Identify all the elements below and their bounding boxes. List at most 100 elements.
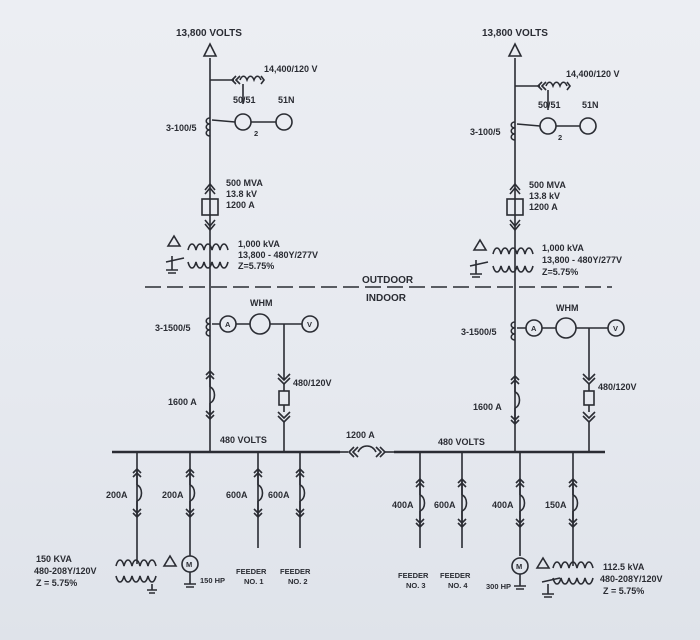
left-transformer-primary <box>187 243 229 251</box>
left-branch-2-rating: 200A <box>162 490 184 500</box>
right-xfmr-line2: 13,800 - 480Y/277V <box>542 255 622 265</box>
right-feeder-4-line1: FEEDER <box>440 571 471 580</box>
right-lv-ct-label: 3-1500/5 <box>461 327 497 337</box>
left-lv-pt-label: 480/120V <box>293 378 332 388</box>
right-main-breaker-label: 1600 A <box>473 402 502 412</box>
left-breaker-line1: 500 MVA <box>226 178 263 188</box>
left-relay-number: 2 <box>254 129 258 138</box>
right-relay-5051 <box>539 117 557 135</box>
left-relay-a-label: 50/51 <box>233 95 256 105</box>
left-section: 13,800 VOLTS 14,400/120 V 50/51 51N 2 3-… <box>34 28 340 594</box>
right-xfmr-line3: Z=5.75% <box>542 267 578 277</box>
right-feeder-4-line2: NO. 4 <box>448 581 468 590</box>
right-ammeter-label: A <box>531 324 537 333</box>
right-load-xfmr-line3: Z = 5.75% <box>603 586 644 596</box>
right-pt-label: 14,400/120 V <box>566 69 620 79</box>
right-transformer-primary <box>492 247 534 255</box>
left-voltage-label: 13,800 VOLTS <box>176 28 242 39</box>
right-source-arrow <box>507 42 523 57</box>
left-feeder-1-line1: FEEDER <box>236 567 267 576</box>
left-ammeter <box>219 315 237 333</box>
left-motor-label: M <box>186 560 192 569</box>
right-load-xfmr-primary <box>552 561 594 569</box>
outdoor-label: OUTDOOR <box>362 275 414 286</box>
right-ammeter <box>525 319 543 337</box>
right-breaker-line1: 500 MVA <box>529 180 566 190</box>
left-whm-label: WHM <box>250 298 273 308</box>
right-watthour-meter <box>555 317 577 339</box>
right-whm-label: WHM <box>556 303 579 313</box>
right-feeder-3-line1: FEEDER <box>398 571 429 580</box>
right-voltmeter <box>607 319 625 337</box>
left-breaker-line2: 13.8 kV <box>226 189 257 199</box>
left-load-xfmr-line1: 150 KVA <box>36 554 72 564</box>
right-branch-3-rating: 400A <box>492 500 514 510</box>
right-relay-a-label: 50/51 <box>538 100 561 110</box>
left-load-xfmr-line2: 480-208Y/120V <box>34 566 97 576</box>
left-xfmr-line1: 1,000 kVA <box>238 239 280 249</box>
right-branch-4-rating: 150A <box>545 500 567 510</box>
left-xfmr-line3: Z=5.75% <box>238 261 274 271</box>
tie-breaker: 1200 A <box>340 430 394 458</box>
left-pt-label: 14,400/120 V <box>264 64 318 74</box>
right-pt-fuse <box>583 390 595 406</box>
right-bus-label: 480 VOLTS <box>438 437 485 447</box>
left-branch-3-rating: 600A <box>226 490 248 500</box>
left-load-xfmr-line3: Z = 5.75% <box>36 578 77 588</box>
left-pt-fuse <box>278 390 290 406</box>
left-breaker-line3: 1200 A <box>226 200 255 210</box>
right-relay-b-label: 51N <box>582 100 599 110</box>
left-branch-4-rating: 600A <box>268 490 290 500</box>
left-relay-b-label: 51N <box>278 95 295 105</box>
right-voltage-label: 13,800 VOLTS <box>482 28 548 39</box>
left-relay-51n <box>275 113 293 131</box>
left-feeder-1-line2: NO. 1 <box>244 577 264 586</box>
right-load-ground <box>541 577 561 598</box>
left-load-xfmr-primary <box>115 559 157 567</box>
right-breaker-line3: 1200 A <box>529 202 558 212</box>
right-relay-51n <box>579 117 597 135</box>
left-feeder-2-line1: FEEDER <box>280 567 311 576</box>
left-bus-label: 480 VOLTS <box>220 435 267 445</box>
right-breaker-line2: 13.8 kV <box>529 191 560 201</box>
right-load-delta <box>535 556 551 569</box>
left-hv-ct-label: 3-100/5 <box>166 123 197 133</box>
right-motor-label: M <box>516 562 522 571</box>
left-hv-breaker <box>201 198 219 216</box>
left-motor-hp: 150 HP <box>200 576 225 585</box>
left-main-breaker-label: 1600 A <box>168 397 197 407</box>
right-load-xfmr-line1: 112.5 kVA <box>603 562 645 572</box>
left-ammeter-label: A <box>225 320 231 329</box>
left-load-xfmr-secondary <box>115 575 157 583</box>
left-voltmeter-label: V <box>307 320 312 329</box>
left-feeder-2-line2: NO. 2 <box>288 577 308 586</box>
left-grounding-symbol <box>165 256 185 274</box>
right-branch-1-rating: 400A <box>392 500 414 510</box>
left-load-delta <box>162 554 178 567</box>
right-section: 13,800 VOLTS 14,400/120 V 50/51 51N 2 3-… <box>392 28 663 598</box>
right-lv-pt-label: 480/120V <box>598 382 637 392</box>
left-source-arrow <box>202 42 218 57</box>
left-watthour-meter <box>249 313 271 335</box>
right-relay-number: 2 <box>558 133 562 142</box>
left-xfmr-line2: 13,800 - 480Y/277V <box>238 250 318 260</box>
left-delta-symbol <box>166 234 182 247</box>
left-transformer-secondary <box>187 261 229 269</box>
right-load-xfmr-secondary <box>552 577 594 585</box>
indoor-label: INDOOR <box>366 293 407 304</box>
right-load-xfmr-line2: 480-208Y/120V <box>600 574 663 584</box>
tie-breaker-label: 1200 A <box>346 430 375 440</box>
right-hv-ct-label: 3-100/5 <box>470 127 501 137</box>
right-voltmeter-label: V <box>613 324 618 333</box>
right-motor-hp: 300 HP <box>486 582 511 591</box>
right-delta-symbol <box>472 238 488 251</box>
right-branch-2-rating: 600A <box>434 500 456 510</box>
left-branch-1-rating: 200A <box>106 490 128 500</box>
right-xfmr-line1: 1,000 kVA <box>542 243 584 253</box>
right-feeder-3-line2: NO. 3 <box>406 581 426 590</box>
left-lv-ct-label: 3-1500/5 <box>155 323 191 333</box>
left-relay-5051 <box>234 113 252 131</box>
right-grounding-symbol <box>469 260 489 278</box>
